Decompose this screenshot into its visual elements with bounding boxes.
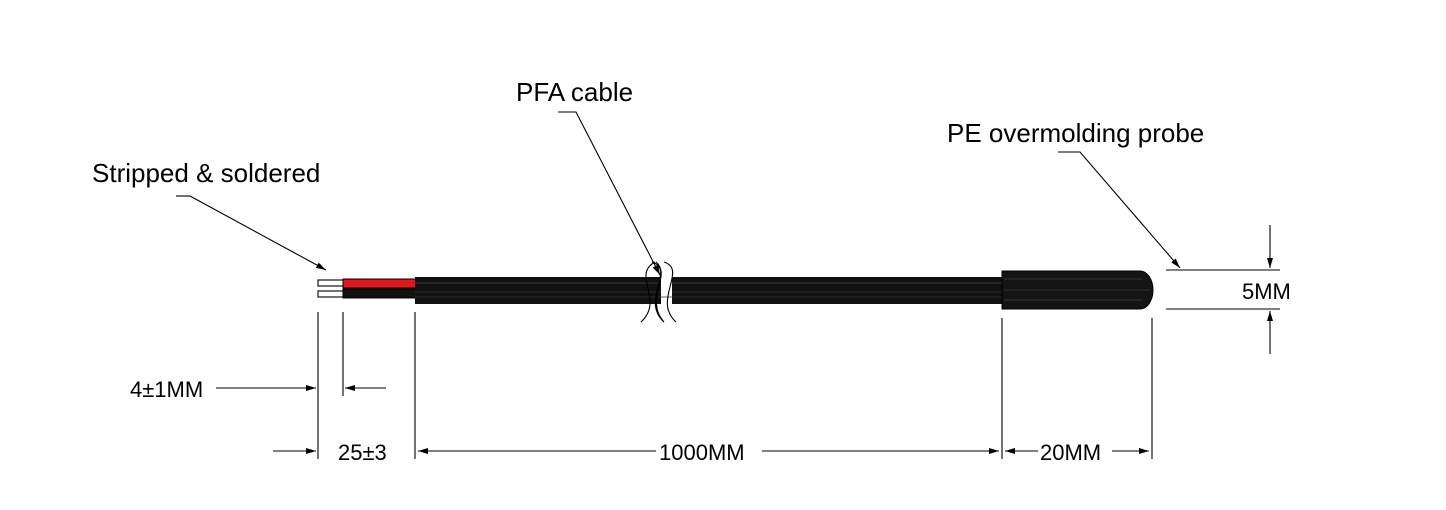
probe-diameter-label: 5MM bbox=[1242, 279, 1291, 304]
dimension-lines bbox=[216, 225, 1273, 454]
strip-length-label: 4±1MM bbox=[130, 377, 203, 402]
lead-length-label: 25±3 bbox=[338, 440, 387, 465]
pfa-cable-body bbox=[415, 277, 1006, 304]
probe-callout-label: PE overmolding probe bbox=[947, 118, 1204, 148]
insulated-leads bbox=[342, 278, 418, 299]
stripped-wire-ends bbox=[317, 279, 345, 298]
extension-lines bbox=[317, 269, 1280, 459]
callout-leaders bbox=[176, 111, 1181, 276]
cable-length-label: 1000MM bbox=[659, 440, 745, 465]
cable-callout-label: PFA cable bbox=[516, 77, 633, 107]
stripped-callout-label: Stripped & soldered bbox=[92, 158, 320, 188]
probe-length-label: 20MM bbox=[1040, 440, 1101, 465]
pe-overmolding-probe bbox=[1001, 270, 1154, 310]
cable-break-symbol bbox=[640, 261, 677, 323]
